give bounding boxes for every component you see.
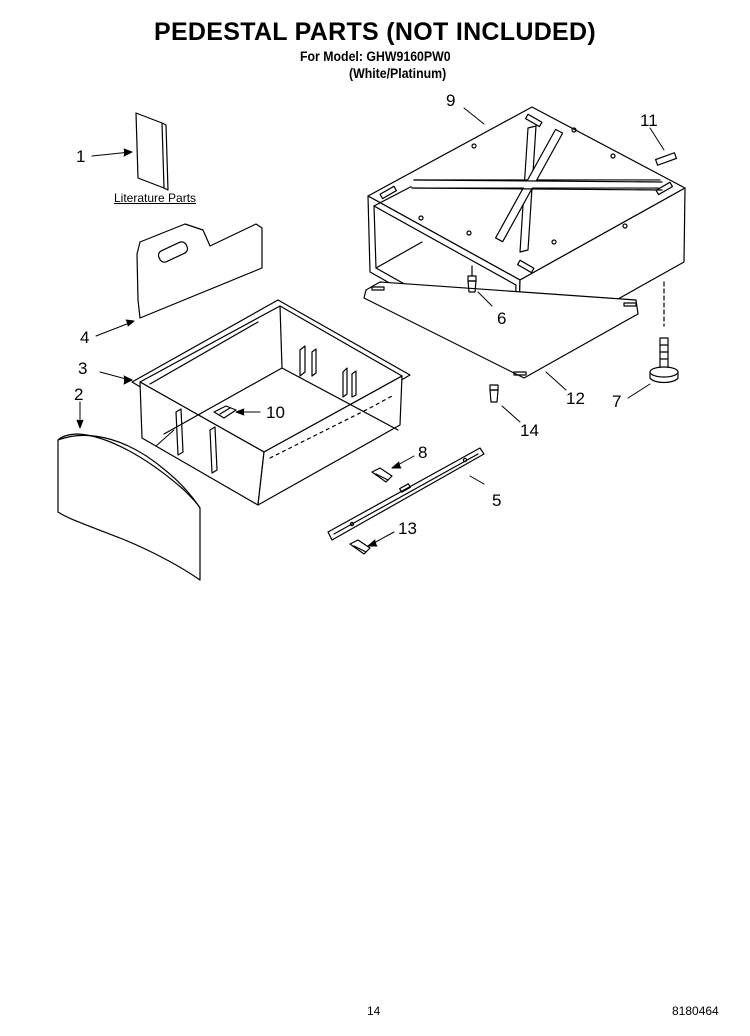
callout-numbers: 1 2 3 4 5 6 7 8 9 10 11 12 13 14 xyxy=(74,91,658,538)
model-number: For Model: GHW9160PW0 xyxy=(300,48,451,64)
callout-3: 3 xyxy=(78,359,87,378)
screw-8 xyxy=(371,467,393,483)
callout-11: 11 xyxy=(640,111,658,130)
callout-13: 13 xyxy=(398,519,417,538)
callout-2: 2 xyxy=(74,385,83,404)
callout-10: 10 xyxy=(266,403,285,422)
screw-6 xyxy=(467,265,477,293)
divider-panel xyxy=(136,223,263,319)
drawer-bin xyxy=(131,299,411,506)
callout-8: 8 xyxy=(418,443,427,462)
callout-5: 5 xyxy=(492,491,501,510)
callout-12: 12 xyxy=(566,389,585,408)
screw-10 xyxy=(213,405,237,419)
foot-pad xyxy=(654,152,678,166)
callout-9: 9 xyxy=(446,91,455,110)
literature-booklet xyxy=(135,112,169,191)
bottom-plate xyxy=(363,281,639,379)
callout-4: 4 xyxy=(80,328,89,347)
page-title: PEDESTAL PARTS (NOT INCLUDED) xyxy=(153,18,597,46)
literature-parts-label: Literature Parts xyxy=(114,191,197,205)
callout-6: 6 xyxy=(497,309,506,328)
document-number: 8180464 xyxy=(672,1004,719,1018)
callout-7: 7 xyxy=(612,392,621,411)
callout-leaders xyxy=(76,107,665,547)
model-variant: (White/Platinum) xyxy=(349,65,447,81)
screw-13 xyxy=(349,539,371,555)
drawer-front-panel xyxy=(57,433,201,581)
screw-14 xyxy=(489,384,499,403)
callout-1: 1 xyxy=(76,147,85,166)
page-number: 14 xyxy=(367,1004,381,1018)
leveling-leg xyxy=(649,281,679,384)
slide-rail xyxy=(327,447,485,541)
callout-14: 14 xyxy=(520,421,539,440)
